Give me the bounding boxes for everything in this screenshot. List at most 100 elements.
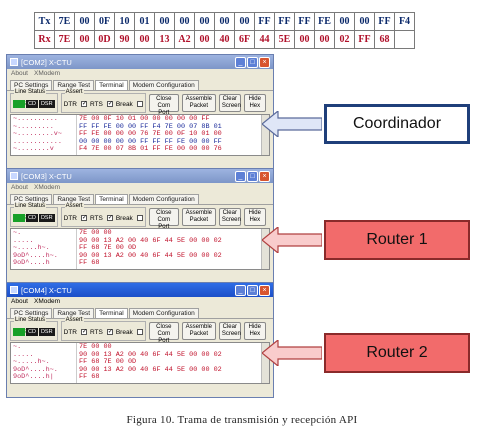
tx-byte: FF — [274, 12, 295, 31]
tab[interactable]: Modem Configuration — [128, 308, 199, 318]
tx-byte: 00 — [354, 12, 375, 31]
tx-byte: FF — [294, 12, 315, 31]
line-status-label: Line Status — [14, 88, 47, 95]
dtr-checkbox[interactable]: ✓ — [80, 215, 87, 221]
close-com-port-button[interactable]: Close Com Port — [148, 207, 179, 230]
hex-line: FF 68 7E 00 0D — [79, 358, 137, 367]
scrollbar[interactable] — [261, 115, 269, 155]
maximize-icon[interactable]: □ — [247, 56, 258, 68]
ascii-line: 9oD^....h~. — [13, 365, 58, 374]
hide-hex-button[interactable]: Hide Hex — [243, 207, 266, 226]
cd-led: CD — [26, 99, 38, 108]
window-titlebar[interactable]: [COM2] X-CTU _□× — [7, 55, 273, 69]
clear-screen-button[interactable]: Clear Screen — [218, 93, 241, 112]
menu-item[interactable]: About — [11, 184, 28, 191]
rx-byte: A2 — [174, 30, 195, 49]
rx-byte: 02 — [334, 30, 355, 49]
rts-label: RTS — [89, 214, 103, 222]
dtr-checkbox[interactable]: ✓ — [80, 101, 87, 107]
terminal-pane[interactable]: ~.......... ~......... ~.........v~.....… — [10, 114, 270, 156]
assert-label: Assert — [64, 316, 84, 323]
dtr-checkbox[interactable]: ✓ — [80, 329, 87, 335]
tx-byte: 00 — [194, 12, 215, 31]
ascii-line: ~.........v~ — [13, 130, 62, 139]
rx-row: Rx 7E 00 0D 90 00 13 A2 00 40 6F 44 5E 0… — [34, 30, 415, 49]
rts-checkbox[interactable]: ✓ — [106, 329, 113, 335]
break-checkbox[interactable] — [136, 101, 143, 107]
window-title: [COM4] X-CTU — [21, 285, 72, 295]
close-icon[interactable]: × — [259, 170, 270, 182]
tab[interactable]: Terminal — [95, 80, 128, 90]
cd-led: CD — [26, 213, 38, 222]
terminal-pane[interactable]: ~......~.....h~.9oD^....h~.9oD^....h|7E … — [10, 342, 270, 384]
minimize-icon[interactable]: _ — [235, 284, 246, 296]
assemble-packet-button[interactable]: Assemble Packet — [181, 93, 216, 112]
tab[interactable]: Range Test — [53, 308, 95, 318]
close-icon[interactable]: × — [259, 284, 270, 296]
minimize-icon[interactable]: _ — [235, 56, 246, 68]
rts-label: RTS — [89, 328, 103, 336]
break-checkbox[interactable] — [136, 215, 143, 221]
close-com-port-button[interactable]: Close Com Port — [148, 321, 179, 344]
assemble-packet-button[interactable]: Assemble Packet — [181, 207, 216, 226]
app-icon — [10, 286, 18, 294]
rx-byte: 5E — [274, 30, 295, 49]
rx-byte: 68 — [374, 30, 395, 49]
clear-screen-button[interactable]: Clear Screen — [218, 207, 241, 226]
tab[interactable]: Modem Configuration — [128, 80, 199, 90]
hide-hex-button[interactable]: Hide Hex — [243, 93, 266, 112]
tx-byte: F4 — [394, 12, 415, 31]
cts-led: CTS — [13, 327, 26, 336]
window-title: [COM2] X-CTU — [21, 57, 72, 67]
tx-byte: 00 — [74, 12, 95, 31]
window-title: [COM3] X-CTU — [21, 171, 72, 181]
menu-item[interactable]: XModem — [34, 184, 61, 191]
rts-checkbox[interactable]: ✓ — [106, 215, 113, 221]
scrollbar[interactable] — [261, 229, 269, 269]
ascii-line: ~........v — [13, 145, 54, 154]
dsr-led: DSR — [38, 327, 55, 336]
rx-byte: 40 — [214, 30, 235, 49]
tab[interactable]: Modem Configuration — [128, 194, 199, 204]
hide-hex-button[interactable]: Hide Hex — [243, 321, 266, 340]
coordinator-arrow-icon — [262, 111, 322, 137]
rts-checkbox[interactable]: ✓ — [106, 101, 113, 107]
rts-label: RTS — [89, 100, 103, 108]
menu-item[interactable]: About — [11, 298, 28, 305]
tab[interactable]: PC Settings — [10, 308, 53, 318]
menu-item[interactable]: XModem — [34, 70, 61, 77]
window-titlebar[interactable]: [COM3] X-CTU _□× — [7, 169, 273, 183]
minimize-icon[interactable]: _ — [235, 170, 246, 182]
tab[interactable]: Range Test — [53, 80, 95, 90]
router1-arrow-icon — [262, 227, 322, 253]
tab[interactable]: PC Settings — [10, 80, 53, 90]
close-com-port-button[interactable]: Close Com Port — [148, 93, 179, 116]
tab[interactable]: Terminal — [95, 308, 128, 318]
maximize-icon[interactable]: □ — [247, 284, 258, 296]
menu-item[interactable]: About — [11, 70, 28, 77]
tab[interactable]: Terminal — [95, 194, 128, 204]
clear-screen-button[interactable]: Clear Screen — [218, 321, 241, 340]
window-titlebar[interactable]: [COM4] X-CTU _□× — [7, 283, 273, 297]
maximize-icon[interactable]: □ — [247, 170, 258, 182]
ascii-line: ..... — [13, 236, 34, 245]
cts-led: CTS — [13, 99, 26, 108]
ascii-line: 9oD^....h| — [13, 373, 54, 382]
close-icon[interactable]: × — [259, 56, 270, 68]
menu-item[interactable]: XModem — [34, 298, 61, 305]
tab[interactable]: Range Test — [53, 194, 95, 204]
scrollbar[interactable] — [261, 343, 269, 383]
tx-row: Tx 7E 00 0F 10 01 00 00 00 00 00 FF FF F… — [34, 12, 415, 31]
ascii-line: ~.......... — [13, 115, 62, 123]
break-checkbox[interactable] — [136, 329, 143, 335]
tab[interactable]: PC Settings — [10, 194, 53, 204]
hex-line: 00 00 00 00 00 FF FF FF FE 00 00 FF — [79, 137, 222, 146]
assemble-packet-button[interactable]: Assemble Packet — [181, 321, 216, 340]
coordinator-label: Coordinador — [324, 104, 470, 144]
